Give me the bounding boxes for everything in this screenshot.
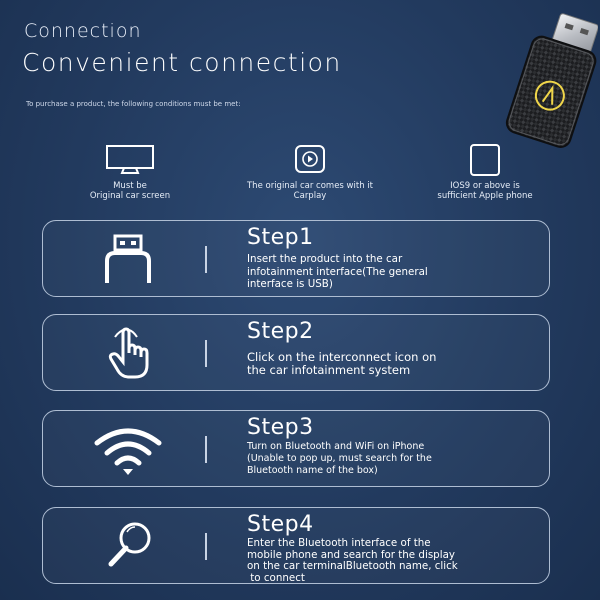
- conditions-text: To purchase a product, the following con…: [26, 100, 241, 108]
- carplay-dongle-image: [505, 13, 598, 148]
- step-title: Step4: [247, 512, 314, 537]
- requirement-label-line: The original car comes with it: [246, 181, 373, 191]
- step-description-line: (Unable to pop up, must search for the: [247, 453, 432, 464]
- requirement-label-line: Carplay: [293, 191, 327, 201]
- requirement-label-line: Must be: [113, 181, 147, 191]
- wifi-icon: [94, 428, 162, 475]
- step-card-1: Step1 Insert the product into the car in…: [42, 220, 550, 297]
- step-description-line: Click on the interconnect icon on: [247, 350, 437, 364]
- step-description-line: the car infotainment system: [247, 363, 411, 377]
- step-description-line: Enter the Bluetooth interface of the: [247, 537, 431, 549]
- carplay-icon: [295, 145, 325, 173]
- section-label: Connection: [24, 20, 142, 42]
- usb-icon: [105, 234, 151, 283]
- step-description-line: on the car terminalBluetooth name, click: [247, 560, 458, 572]
- step-card-2: Step2 Click on the interconnect icon on …: [42, 314, 550, 391]
- requirement-label-line: IOS9 or above is: [450, 181, 520, 191]
- step-card-3: Step3 Turn on Bluetooth and WiFi on iPho…: [42, 410, 550, 487]
- step-description-line: infotainment interface(The general: [247, 265, 428, 278]
- page-title: Convenient connection: [22, 48, 342, 77]
- step-description: Enter the Bluetooth interface of the mob…: [247, 537, 547, 584]
- step-description-line: Turn on Bluetooth and WiFi on iPhone: [247, 441, 425, 452]
- monitor-icon: [106, 145, 154, 174]
- requirement-label-line: Original car screen: [89, 191, 171, 201]
- requirement-label-line: sufficient Apple phone: [437, 191, 533, 201]
- requirement-item: The original car comes with it Carplay: [215, 143, 405, 201]
- requirements-row: Must be Original car screen The original…: [50, 143, 570, 205]
- search-icon: [108, 522, 151, 567]
- step-description-line: mobile phone and search for the display: [247, 548, 455, 561]
- tap-hand-icon: [108, 327, 149, 379]
- step-description-line: interface is USB): [247, 278, 333, 290]
- requirement-item: Must be Original car screen: [70, 143, 190, 201]
- step-title: Step2: [247, 319, 314, 344]
- phone-icon: [470, 144, 500, 176]
- step-description-line: to connect: [247, 571, 305, 584]
- step-title: Step1: [247, 225, 314, 250]
- step-description: Insert the product into the car infotain…: [247, 253, 547, 291]
- step-card-4: Step4 Enter the Bluetooth interface of t…: [42, 507, 550, 584]
- step-divider: [205, 436, 207, 463]
- requirement-item: IOS9 or above is sufficient Apple phone: [410, 143, 560, 201]
- step-description: Click on the interconnect icon on the ca…: [247, 351, 547, 377]
- step-description-line: Insert the product into the car: [247, 253, 403, 265]
- step-divider: [205, 533, 207, 560]
- step-description-line: Bluetooth name of the box): [247, 465, 378, 476]
- step-divider: [205, 246, 207, 273]
- step-description: Turn on Bluetooth and WiFi on iPhone (Un…: [247, 441, 547, 477]
- step-divider: [205, 340, 207, 367]
- step-title: Step3: [247, 415, 314, 440]
